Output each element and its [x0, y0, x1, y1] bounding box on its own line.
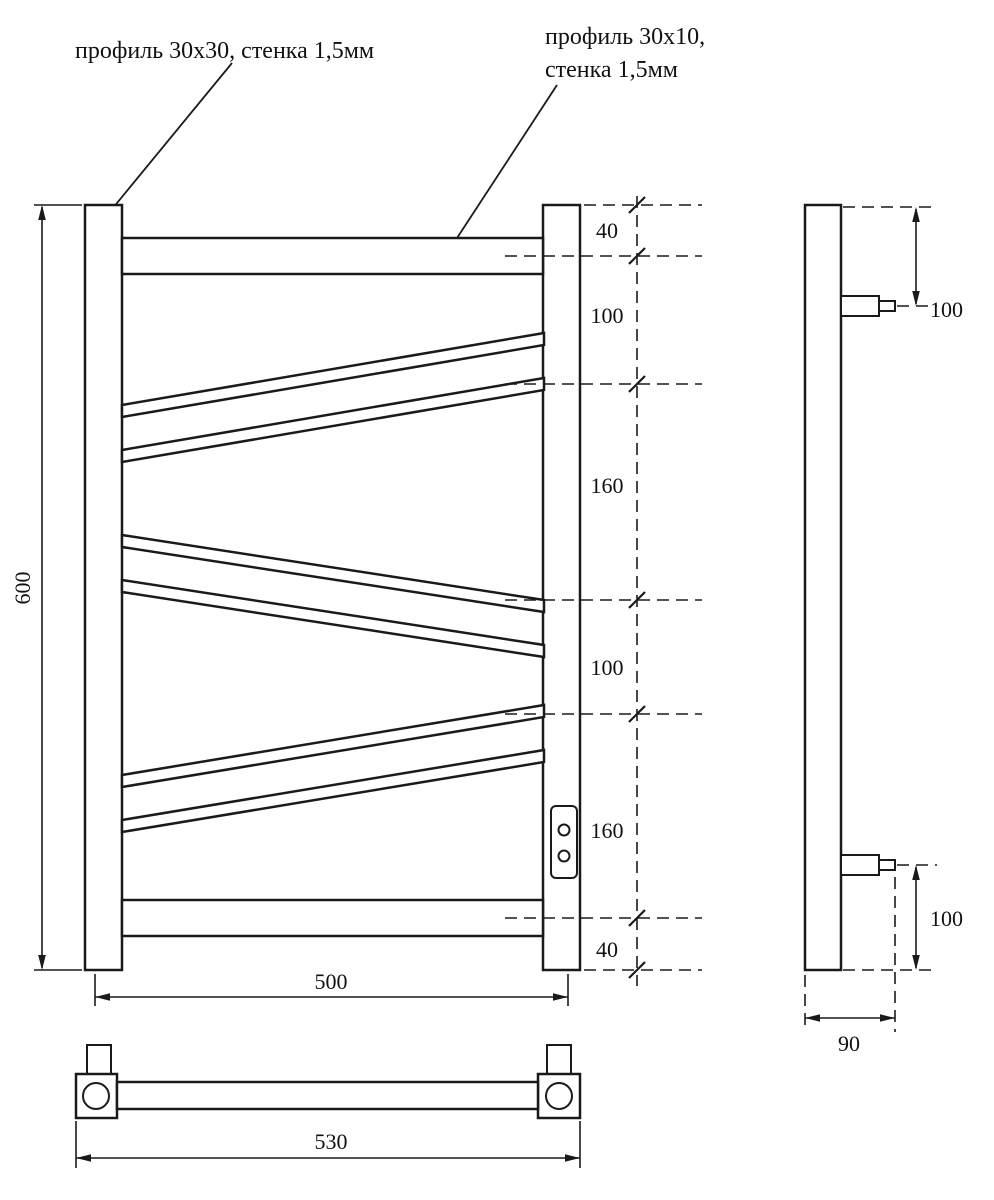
- bottom-view: 530: [74, 1044, 582, 1168]
- diagonal-rung-4: [120, 578, 546, 659]
- arrow-right-icon: [565, 1154, 580, 1162]
- dimension-height: 600: [10, 204, 82, 971]
- dim-width-value: 500: [315, 969, 348, 994]
- leader-line-posts: [93, 62, 233, 232]
- diagonal-rung-5: [120, 703, 546, 789]
- switch-indicator-top: [557, 823, 571, 837]
- arrow-down-icon: [38, 955, 46, 970]
- diagonal-rung-1: [120, 331, 546, 419]
- arrow-right-icon: [880, 1014, 895, 1022]
- arrow-down-icon: [912, 291, 920, 306]
- arrow-right-icon: [553, 993, 568, 1001]
- dimension-side-bottom-offset: 100: [912, 865, 963, 970]
- side-post: [803, 203, 843, 972]
- dim-chain-100-upper: 100: [591, 303, 624, 328]
- left-post-section: [86, 1044, 112, 1075]
- dim-depth-value: 90: [838, 1031, 860, 1056]
- arrow-up-icon: [912, 865, 920, 880]
- label-profile-rungs-line2: стенка 1,5мм: [545, 57, 678, 83]
- bottom-rung: [120, 898, 545, 938]
- leader-line-rungs: [441, 84, 558, 262]
- wall-bracket-lower: [840, 854, 896, 876]
- left-post: [83, 203, 124, 972]
- arrow-up-icon: [912, 207, 920, 222]
- right-standoff: [545, 1082, 573, 1110]
- dim-chain-160-upper: 160: [591, 473, 624, 498]
- dim-chain-160-lower: 160: [591, 818, 624, 843]
- arrow-left-icon: [76, 1154, 91, 1162]
- label-profile-posts: профиль 30x30, стенка 1,5мм: [75, 38, 374, 64]
- wall-bracket-upper: [840, 295, 896, 317]
- arrow-up-icon: [38, 205, 46, 220]
- right-post-section: [546, 1044, 572, 1075]
- dim-chain-100-lower: 100: [591, 655, 624, 680]
- chain-ticks: [628, 196, 646, 979]
- diagonal-rung-3: [120, 533, 546, 614]
- arrow-left-icon: [95, 993, 110, 1001]
- dimension-bottom-width: 530: [75, 1121, 581, 1168]
- switch-housing: [550, 805, 578, 879]
- front-view: [83, 203, 582, 972]
- top-rung: [120, 236, 545, 276]
- profile-annotations: профиль 30x30, стенка 1,5мм профиль 30x1…: [75, 24, 705, 262]
- diagonal-rung-2: [120, 376, 546, 464]
- dim-side-bottom-offset-value: 100: [930, 906, 963, 931]
- side-view: 100 100 90: [803, 203, 963, 1056]
- left-standoff: [82, 1082, 110, 1110]
- arrow-down-icon: [912, 955, 920, 970]
- diagonal-rung-6: [120, 748, 546, 834]
- switch-box: [550, 805, 578, 879]
- dim-bottom-width-value: 530: [315, 1129, 348, 1154]
- dim-chain-40-bottom: 40: [596, 937, 618, 962]
- dimension-chain: 40 100 160 100 160 40: [505, 196, 702, 986]
- dim-chain-40-top: 40: [596, 218, 618, 243]
- arrow-left-icon: [805, 1014, 820, 1022]
- dim-height-value: 600: [10, 572, 35, 605]
- label-profile-rungs-line1: профиль 30x10,: [545, 24, 705, 50]
- crossbar: [115, 1080, 540, 1111]
- dimension-depth: 90: [804, 877, 896, 1056]
- dimension-width: 500: [94, 969, 569, 1006]
- dimension-side-top-offset: 100: [912, 207, 963, 322]
- dim-side-top-offset-value: 100: [930, 297, 963, 322]
- switch-indicator-bottom: [557, 849, 571, 863]
